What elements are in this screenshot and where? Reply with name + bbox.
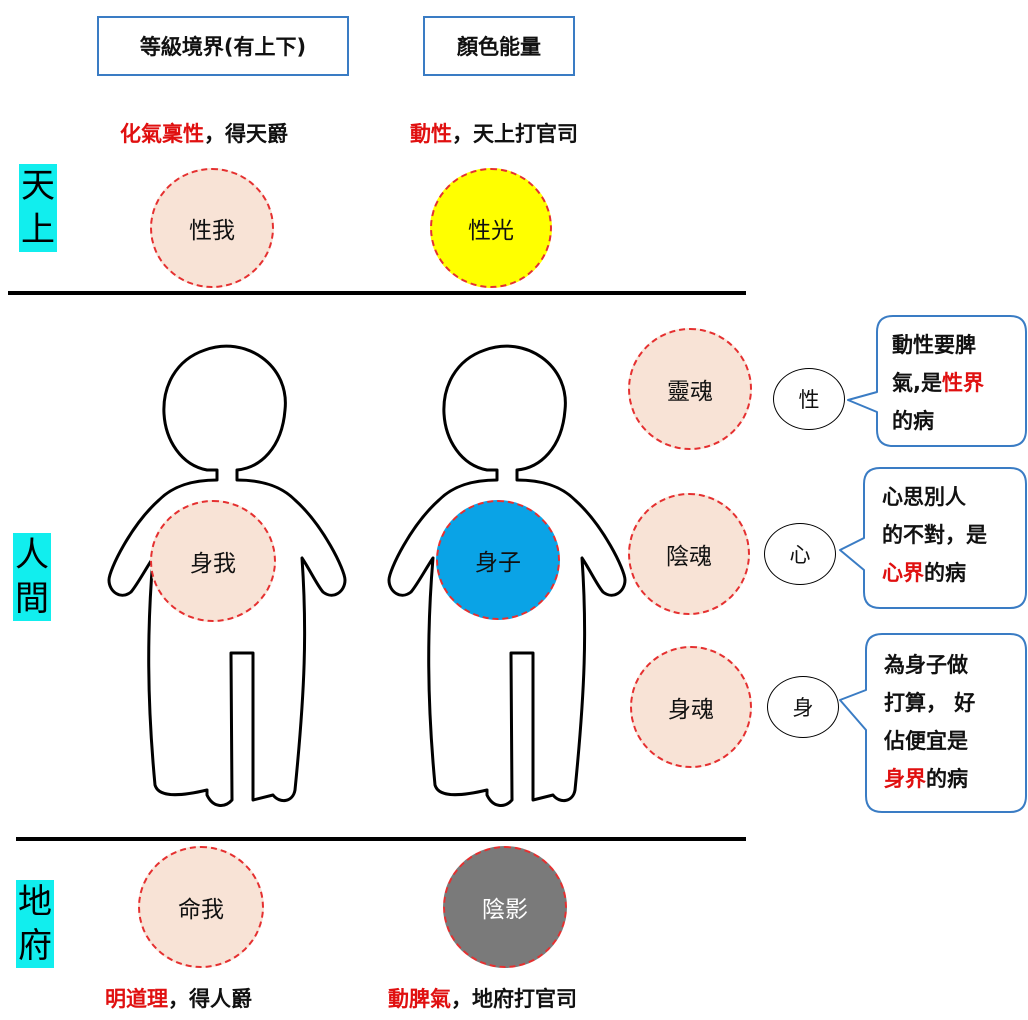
bubble-xin-line3-red: 心界 xyxy=(882,561,924,585)
circle-ling-hun-label: 靈魂 xyxy=(667,379,713,405)
realm-label-heaven: 天 上 xyxy=(19,164,57,252)
small-circle-xin: 心 xyxy=(764,523,836,585)
bubble-shen-line3: 佔便宜是 xyxy=(884,729,968,753)
circle-xing-wo: 性我 xyxy=(150,168,274,288)
bubble-shen-line4-b: 的病 xyxy=(926,767,968,791)
caption-top-left: 化氣稟性，得天爵 xyxy=(120,118,288,148)
caption-bottom-right-rest: ，地府打官司 xyxy=(451,987,577,1011)
circle-shen-zi-label: 身子 xyxy=(475,550,521,576)
color-header-box: 顏色能量 xyxy=(423,16,575,76)
bubble-xing-text: 動性要脾 氣,是性界 的病 xyxy=(892,326,984,440)
circle-shen-wo: 身我 xyxy=(150,500,276,622)
bubble-shen-line1: 為身子做 xyxy=(884,653,968,677)
bubble-xin-outline xyxy=(839,467,1027,609)
bubble-xing-line3: 的病 xyxy=(892,409,934,433)
circle-shen-hun-label: 身魂 xyxy=(668,697,714,723)
circle-yin-ying: 陰影 xyxy=(443,846,567,968)
caption-top-left-red: 化氣稟性 xyxy=(120,122,204,146)
realm-human-char-1: 人 xyxy=(15,535,49,575)
caption-bottom-left: 明道理，得人爵 xyxy=(105,983,252,1013)
bubble-xin-line3-b: 的病 xyxy=(924,561,966,585)
bubble-xin-line3: 心界的病 xyxy=(882,554,987,592)
circle-ming-wo: 命我 xyxy=(138,846,264,968)
level-header-box: 等級境界(有上下) xyxy=(97,16,349,76)
bubble-shen-line4-red: 身界 xyxy=(884,767,926,791)
realm-heaven-char-1: 天 xyxy=(21,166,55,206)
divider-heaven-human xyxy=(8,291,746,295)
bubble-shen-line2: 打算， 好 xyxy=(884,691,976,715)
circle-ming-wo-label: 命我 xyxy=(178,897,224,923)
bubble-xin-line1: 心思別人 xyxy=(882,485,966,509)
circle-yin-ying-label: 陰影 xyxy=(482,897,528,923)
realm-underworld-char-2: 府 xyxy=(18,926,52,966)
caption-top-right-red: 動性 xyxy=(410,122,452,146)
small-circle-xing-label: 性 xyxy=(798,388,820,412)
circle-shen-wo-label: 身我 xyxy=(190,551,236,577)
bubble-xing-line1: 動性要脾 xyxy=(892,333,976,357)
caption-top-right: 動性，天上打官司 xyxy=(410,118,578,148)
realm-human-char-2: 間 xyxy=(15,579,49,619)
caption-top-right-rest: ，天上打官司 xyxy=(452,122,578,146)
caption-bottom-left-red: 明道理 xyxy=(105,987,168,1011)
circle-shen-zi: 身子 xyxy=(436,500,560,620)
level-header-label: 等級境界(有上下) xyxy=(139,35,307,59)
caption-bottom-right-red: 動脾氣 xyxy=(388,987,451,1011)
caption-top-left-rest: ，得天爵 xyxy=(204,122,288,146)
circle-shen-hun: 身魂 xyxy=(630,646,752,768)
bubble-xing-outline xyxy=(847,315,1027,447)
realm-label-underworld: 地 府 xyxy=(16,880,54,968)
small-circle-xin-label: 心 xyxy=(789,543,811,567)
circle-xing-guang-label: 性光 xyxy=(468,218,514,244)
circle-yin-hun: 陰魂 xyxy=(628,493,750,615)
bubble-shen-line4: 身界的病 xyxy=(884,760,975,798)
divider-human-underworld xyxy=(16,837,746,841)
circle-xing-guang: 性光 xyxy=(430,168,552,288)
realm-label-human: 人 間 xyxy=(13,533,51,621)
bubble-shen-outline xyxy=(839,633,1027,813)
realm-underworld-char-1: 地 xyxy=(18,882,52,922)
circle-yin-hun-label: 陰魂 xyxy=(666,544,712,570)
circle-xing-wo-label: 性我 xyxy=(189,218,235,244)
realm-heaven-char-2: 上 xyxy=(21,210,55,250)
small-circle-shen-label: 身 xyxy=(792,696,814,720)
bubble-xing-line2-red: 性界 xyxy=(941,371,984,395)
color-header-label: 顏色能量 xyxy=(457,35,541,59)
small-circle-shen: 身 xyxy=(767,676,839,738)
small-circle-xing: 性 xyxy=(773,368,845,430)
circle-ling-hun: 靈魂 xyxy=(628,328,752,450)
caption-bottom-right: 動脾氣，地府打官司 xyxy=(388,983,577,1013)
bubble-xing-line2: 氣,是性界 xyxy=(892,364,984,402)
bubble-xing-line2-a: 氣,是 xyxy=(892,371,942,395)
caption-bottom-left-rest: ，得人爵 xyxy=(168,987,252,1011)
bubble-shen-text: 為身子做 打算， 好 佔便宜是 身界的病 xyxy=(884,646,975,798)
bubble-xin-text: 心思別人 的不對，是 心界的病 xyxy=(882,478,987,592)
bubble-xin-line2: 的不對，是 xyxy=(882,523,987,547)
